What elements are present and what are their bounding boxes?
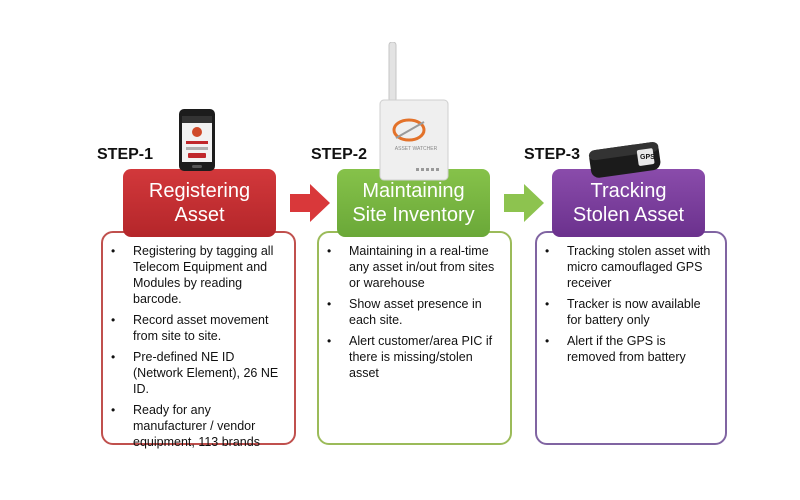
step-2-title-line2: Site Inventory [352, 204, 475, 226]
step-2-bullet-list: Maintaining in a real-time any asset in/… [319, 243, 510, 381]
step-1-title-line2: Asset [174, 204, 225, 226]
step-1-bullet-list: Registering by tagging all Telecom Equip… [103, 243, 294, 450]
list-item: Record asset movement from site to site. [111, 312, 286, 344]
step-2-label: STEP-2 [311, 146, 368, 163]
list-item: Show asset presence in each site. [327, 296, 502, 328]
step-3-title-line1: Tracking [590, 180, 667, 202]
step-3-bullet-list: Tracking stolen asset with micro camoufl… [537, 243, 725, 365]
gps-label-text: GPS [640, 154, 655, 161]
step-3-header: Tracking Stolen Asset [552, 169, 705, 237]
arrow-icon [290, 184, 330, 222]
arrow-icon [504, 184, 544, 222]
step-1-card: Registering by tagging all Telecom Equip… [101, 231, 296, 449]
list-item: Alert customer/area PIC if there is miss… [327, 333, 502, 381]
step-1-title-line1: Registering [148, 180, 251, 202]
step-1-header: Registering Asset [123, 169, 276, 237]
list-item: Ready for any manufacturer / vendor equi… [111, 402, 286, 450]
step-1-label: STEP-1 [97, 146, 154, 163]
smartphone-icon [179, 109, 215, 171]
step-3-title-line2: Stolen Asset [572, 204, 685, 226]
list-item: Pre-defined NE ID (Network Element), 26 … [111, 349, 286, 397]
gps-tracker-icon [588, 142, 661, 178]
step-2-card: Maintaining in a real-time any asset in/… [317, 231, 512, 445]
list-item: Registering by tagging all Telecom Equip… [111, 243, 286, 307]
list-item: Tracking stolen asset with micro camoufl… [545, 243, 717, 291]
step-2-title-line1: Maintaining [362, 180, 465, 202]
list-item: Alert if the GPS is removed from battery [545, 333, 717, 365]
router-brand-text: ASSET WATCHER [394, 146, 438, 152]
router-icon [379, 42, 449, 181]
step-3-card: Tracking stolen asset with micro camoufl… [535, 231, 727, 445]
step-3-label: STEP-3 [524, 146, 581, 163]
list-item: Tracker is now available for battery onl… [545, 296, 717, 328]
list-item: Maintaining in a real-time any asset in/… [327, 243, 502, 291]
